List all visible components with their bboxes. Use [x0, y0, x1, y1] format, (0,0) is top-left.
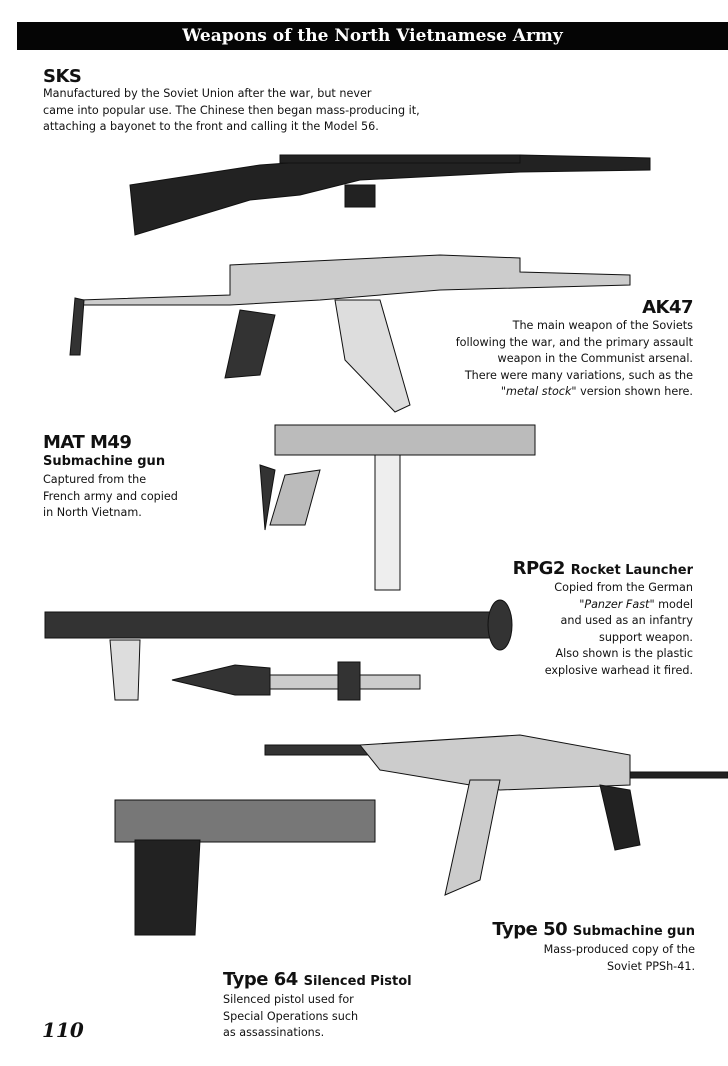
- page-number: 110: [42, 1018, 84, 1042]
- name: Type 64: [223, 969, 298, 990]
- text-line: Captured from the: [43, 473, 147, 486]
- type50-description: Mass-produced copy of the Soviet PPSh-41…: [544, 942, 695, 975]
- subtitle: Submachine gun: [572, 924, 695, 939]
- text-line: "metal stock" version shown here.: [456, 384, 693, 401]
- page-title: Weapons of the North Vietnamese Army: [17, 22, 728, 50]
- ak47-rifle-image: [69, 254, 631, 413]
- text-line: attaching a bayonet to the front and cal…: [43, 120, 379, 133]
- ak47-description: The main weapon of the Soviets following…: [456, 318, 693, 401]
- text-line: "Panzer Fast" model: [545, 597, 693, 614]
- emphasis: "Panzer Fast": [579, 597, 655, 611]
- type50-smg-image: [264, 734, 728, 896]
- text: model: [654, 597, 693, 611]
- text-line: French army and copied: [43, 489, 178, 503]
- text-line: in North Vietnam.: [43, 506, 142, 519]
- text-line: following the war, and the primary assau…: [455, 335, 693, 349]
- text-line: and used as an infantry: [560, 614, 694, 627]
- sks-heading: SKS: [43, 66, 82, 87]
- subtitle: Rocket Launcher: [570, 563, 693, 578]
- text-line: as assassinations.: [223, 1026, 325, 1039]
- sks-description: Manufactured by the Soviet Union after t…: [43, 86, 420, 136]
- sks-rifle-image: [129, 154, 651, 236]
- type50-heading: Type 50 Submachine gun: [492, 919, 695, 940]
- text-line: There were many variations, such as the: [464, 368, 693, 382]
- subtitle: Silenced Pistol: [303, 974, 412, 989]
- rpg2-launcher-image: [44, 599, 513, 701]
- text-line: Copied from the German: [554, 581, 693, 594]
- text-line: Soviet PPSh-41.: [606, 959, 695, 973]
- name: RPG2: [512, 558, 566, 579]
- name: Type 50: [492, 919, 568, 940]
- text: version shown here.: [576, 385, 693, 398]
- ak47-heading: AK47: [642, 297, 693, 318]
- type64-pistol-image: [114, 799, 376, 936]
- text-line: support weapon.: [599, 630, 693, 644]
- type64-heading: Type 64 Silenced Pistol: [223, 969, 412, 990]
- mat-m49-heading: MAT M49: [43, 432, 132, 453]
- text-line: Manufactured by the Soviet Union after t…: [43, 87, 372, 100]
- emphasis: "metal stock": [500, 385, 577, 398]
- type64-description: Silenced pistol used for Special Operati…: [223, 992, 358, 1042]
- rpg2-description: Copied from the German "Panzer Fast" mod…: [545, 580, 693, 679]
- text-line: Special Operations such: [223, 1009, 359, 1023]
- text-line: explosive warhead it fired.: [544, 663, 693, 677]
- text-line: The main weapon of the Soviets: [512, 319, 693, 332]
- text-line: came into popular use. The Chinese then …: [43, 103, 420, 117]
- mat-m49-subtitle: Submachine gun: [43, 454, 166, 469]
- text-line: weapon in the Communist arsenal.: [497, 352, 693, 365]
- text-line: Silenced pistol used for: [223, 993, 354, 1006]
- text-line: Mass-produced copy of the: [543, 943, 695, 956]
- mat-m49-description: Captured from the French army and copied…: [43, 472, 178, 522]
- rpg2-heading: RPG2 Rocket Launcher: [513, 558, 693, 579]
- text-line: Also shown is the plastic: [555, 647, 693, 660]
- mat-m49-image: [259, 424, 536, 591]
